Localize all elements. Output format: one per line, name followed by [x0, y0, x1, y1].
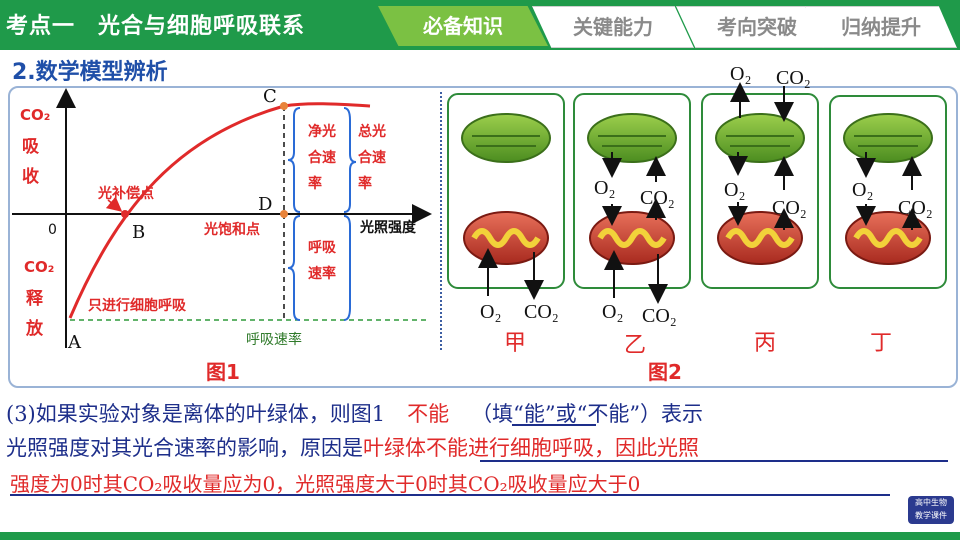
tab-summary[interactable]: 归纳提升: [805, 6, 957, 48]
point-d: [280, 210, 288, 218]
answer-reason-part-2: 强度为0时其CO₂吸收量应为0，光照强度大于0时其CO₂吸收量应大于0: [10, 472, 641, 496]
mitochondrion-jia: [463, 211, 549, 265]
cell-name-bing: 丙: [754, 330, 776, 355]
answer-underline-1: [512, 424, 596, 426]
resp-brace-label: 呼吸 速率: [308, 239, 337, 282]
y-label-bottom-2: 释: [26, 288, 44, 309]
total-rate-label: 总光 合速 率: [358, 123, 386, 192]
mitochondrion-ding: [845, 211, 931, 265]
compensation-label: 光补偿点: [97, 185, 154, 202]
figure2-caption: 图2: [648, 360, 682, 384]
x-axis-label: 光照强度: [359, 219, 417, 236]
svg-text:速率: 速率: [308, 265, 336, 282]
respiration-brace: [287, 215, 301, 321]
chloroplast-bing: [715, 113, 805, 163]
bing-co2-mid-label: CO₂: [772, 197, 807, 219]
mitochondrion-yi: [589, 211, 675, 265]
question-line-1-prefix: (3)如果实验对象是离体的叶绿体，则图1: [6, 402, 386, 426]
yi-co2-label: CO₂: [642, 305, 677, 327]
chloroplast-jia: [461, 113, 551, 163]
page-title: 考点一 光合与细胞呼吸联系: [6, 14, 306, 39]
answer-underline-3: [10, 494, 890, 496]
respiration-only-label: 只进行细胞呼吸: [88, 297, 187, 314]
saturation-label: 光饱和点: [203, 221, 260, 238]
figure1-graph: CO₂ 吸 收 CO₂ 释 放 0 A B C D 光照强度 光补偿点 光饱和点…: [12, 86, 432, 353]
y-label-top-2: 吸: [22, 137, 40, 157]
cell-name-jia: 甲: [504, 330, 526, 355]
figure2-diagram: O₂ CO₂ O₂ CO₂ O₂ CO₂ O₂ CO₂ O₂ CO₂ O₂ CO…: [447, 63, 947, 357]
point-c: [280, 102, 288, 110]
ding-co2-mid-label: CO₂: [898, 197, 933, 219]
course-logo: 高中生物 教学课件: [908, 496, 954, 524]
ding-o2-mid-label: O₂: [852, 179, 873, 201]
logo-line-1: 高中生物: [915, 498, 947, 507]
bottom-bar: [0, 532, 960, 540]
jia-co2-label: CO₂: [524, 301, 559, 323]
point-d-label: D: [258, 194, 272, 215]
yi-o2-mid-label: O₂: [594, 177, 615, 199]
yi-o2-label: O₂: [602, 301, 623, 323]
answer-cannot: 不能: [407, 402, 450, 426]
point-c-label: C: [263, 86, 277, 107]
chloroplast-ding: [843, 113, 933, 163]
total-lower-brace: [343, 215, 351, 321]
origin-label: 0: [48, 222, 57, 238]
svg-text:净光: 净光: [308, 123, 336, 140]
bing-o2-mid-label: O₂: [724, 179, 745, 201]
respiration-rate-label: 呼吸速率: [246, 331, 302, 348]
question-line-1: (3)如果实验对象是离体的叶绿体，则图1 不能 （填“能”或“不能”）表示: [6, 398, 703, 428]
svg-text:呼吸: 呼吸: [308, 239, 337, 256]
mitochondrion-bing: [717, 211, 803, 265]
compensation-arrow: [105, 196, 123, 212]
y-label-top-3: 收: [22, 166, 39, 187]
bing-co2-top-label: CO₂: [776, 67, 811, 89]
tab-key-ability[interactable]: 关键能力: [532, 6, 694, 48]
point-b: [121, 210, 129, 218]
question-line-1-suffix: （填“能”或“不能”）表示: [471, 402, 704, 426]
point-b-label: B: [132, 222, 145, 243]
y-label-top-1: CO₂: [20, 106, 50, 124]
point-a-label: A: [67, 332, 82, 353]
tab-exam-direction[interactable]: 考向突破: [676, 6, 838, 48]
tab-essential-knowledge[interactable]: 必备知识: [378, 6, 548, 46]
svg-text:总光: 总光: [358, 123, 386, 140]
answer-underline-2: [480, 460, 948, 462]
svg-text:率: 率: [308, 175, 322, 192]
yi-co2-mid-label: CO₂: [640, 187, 675, 209]
jia-o2-label: O₂: [480, 301, 501, 323]
net-rate-brace: [287, 107, 301, 213]
cell-name-yi: 乙: [624, 332, 646, 357]
y-label-bottom-3: 放: [25, 318, 44, 339]
svg-text:合速: 合速: [308, 149, 336, 166]
total-rate-brace: [343, 107, 357, 213]
section-heading: 2.数学模型辨析: [12, 60, 168, 85]
bing-o2-top-label: O₂: [730, 63, 751, 85]
figure-divider: [440, 92, 442, 350]
figure1-caption: 图1: [206, 360, 240, 384]
svg-text:合速: 合速: [358, 149, 386, 166]
chloroplast-yi: [587, 113, 677, 163]
question-line-2: 光照强度对其光合速率的影响，原因是叶绿体不能进行细胞呼吸，因此光照: [6, 432, 699, 462]
svg-text:率: 率: [358, 175, 372, 192]
question-line-2-prefix: 光照强度对其光合速率的影响，原因是: [6, 436, 363, 460]
cell-name-ding: 丁: [870, 330, 892, 355]
net-rate-label: 净光 合速 率: [308, 123, 336, 192]
photosynthesis-curve: [68, 102, 371, 319]
logo-line-2: 教学课件: [915, 511, 947, 520]
y-label-bottom-1: CO₂: [24, 258, 54, 276]
answer-reason-part-1: 叶绿体不能进行细胞呼吸，因此光照: [363, 436, 699, 460]
